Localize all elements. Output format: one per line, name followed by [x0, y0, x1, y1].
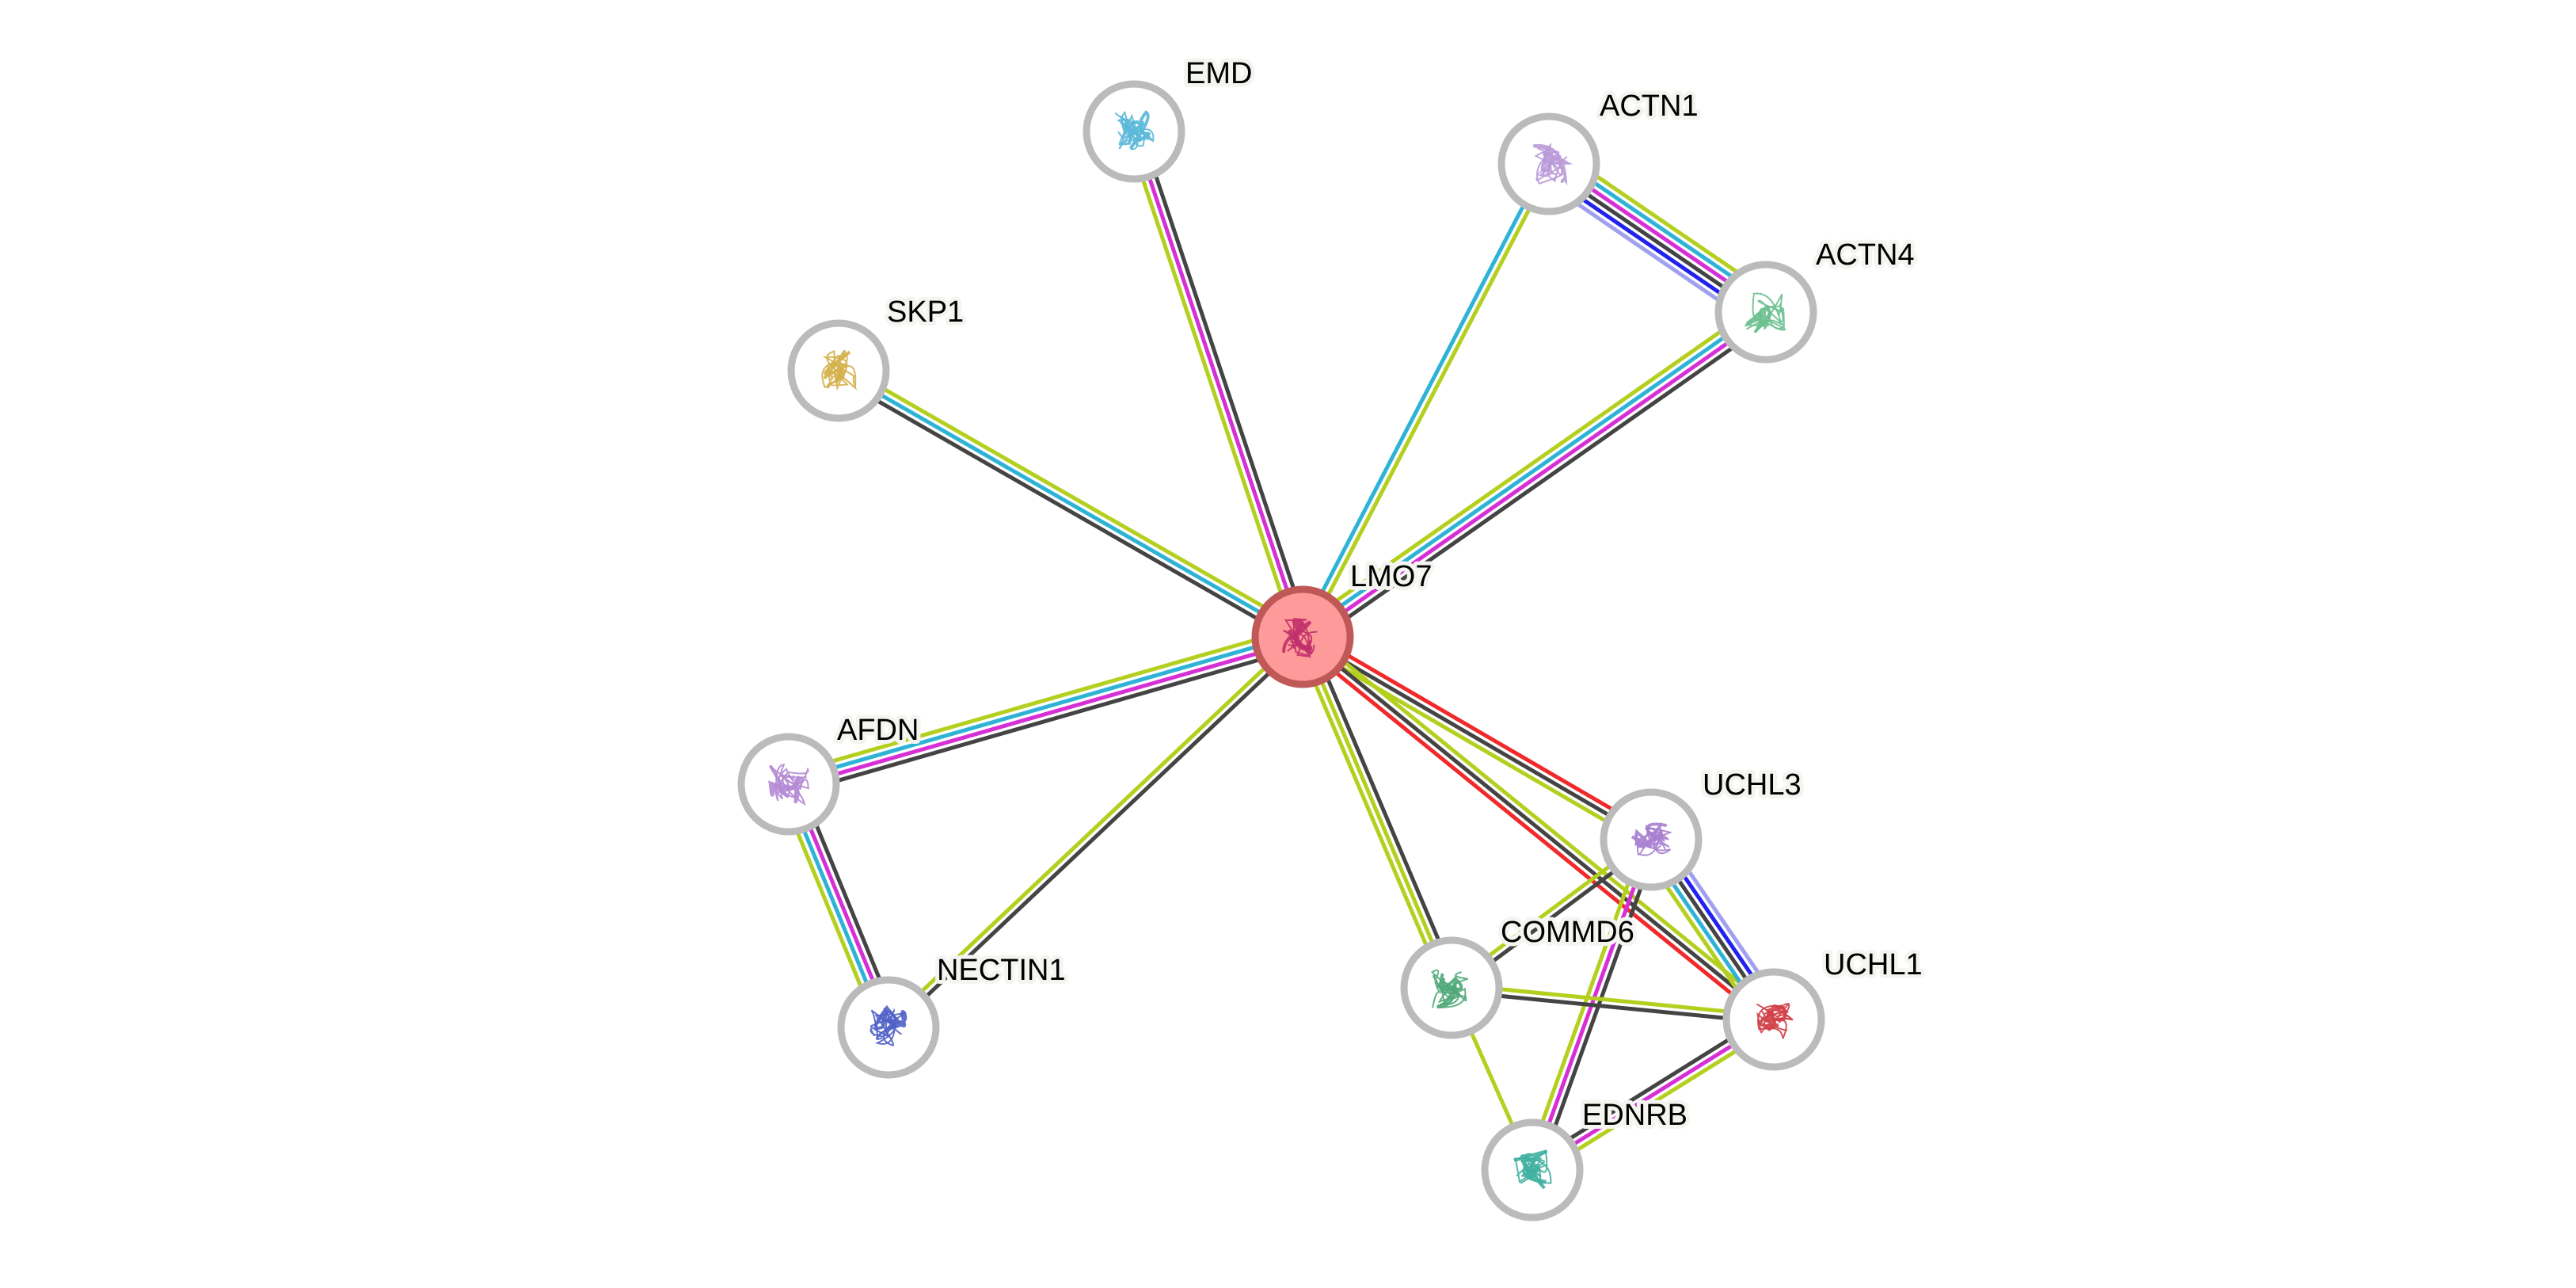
edge-lmo7-skp1[interactable]	[834, 363, 1307, 645]
edge-lmo7-emd[interactable]	[1125, 128, 1311, 640]
edge-channel-textmining	[840, 363, 1307, 633]
node-label: EDNRB	[1582, 1099, 1688, 1132]
protein-structure-icon	[1513, 1149, 1552, 1190]
node-emd[interactable]: EMD	[1083, 53, 1256, 183]
edge-channel-databases	[1298, 161, 1548, 637]
edge-channel-coexpression	[1307, 318, 1773, 647]
edge-channel-textmining	[1296, 302, 1762, 631]
edge-lmo7-actn4[interactable]	[1296, 302, 1773, 647]
node-label: SKP1	[887, 295, 964, 329]
protein-structure-icon	[821, 350, 858, 391]
node-actn4[interactable]: ACTN4	[1714, 234, 1919, 364]
edge-channel-databases	[1299, 307, 1765, 636]
protein-structure-icon	[768, 764, 809, 806]
node-label: ACTN4	[1816, 238, 1915, 272]
edge-channel-textmining	[1305, 630, 1779, 1016]
edge-channel-coexpression	[889, 638, 1307, 1031]
edge-channel-textmining	[885, 633, 1302, 1027]
node-nectin1[interactable]: NECTIN1	[837, 950, 1070, 1079]
node-commd6[interactable]: COMMD6	[1400, 912, 1638, 1039]
edge-channel-textmining	[1452, 982, 1775, 1019]
node-lmo7[interactable]: LMO7	[1251, 556, 1436, 688]
protein-structure-icon	[1744, 292, 1786, 333]
node-ednrb[interactable]: EDNRB	[1481, 1095, 1691, 1221]
node-skp1[interactable]: SKP1	[787, 292, 968, 422]
edge-lmo7-commd6[interactable]	[1294, 633, 1460, 992]
protein-structure-icon	[1114, 110, 1155, 151]
edge-channel-textmining	[1294, 638, 1448, 992]
edge-lmo7-uchl3[interactable]	[1298, 629, 1656, 848]
node-uchl3[interactable]: UCHL3	[1600, 764, 1805, 891]
edge-lmo7-actn1[interactable]	[1298, 161, 1554, 640]
protein-structure-icon	[1533, 143, 1573, 185]
edge-lmo7-nectin1[interactable]	[885, 633, 1307, 1031]
edge-lmo7-uchl1[interactable]	[1297, 630, 1779, 1027]
node-label: UCHL1	[1824, 948, 1923, 981]
edge-channel-coexpression	[1451, 989, 1774, 1025]
node-actn1[interactable]: ACTN1	[1497, 86, 1703, 215]
edge-channel-coexpression	[1307, 633, 1460, 986]
edge-channel-textmining	[1125, 132, 1299, 640]
protein-structure-icon	[1756, 1003, 1794, 1039]
edge-channel-databases	[787, 631, 1303, 783]
edge-channel-textmining	[785, 625, 1301, 777]
edge-channel-experiments	[1132, 131, 1305, 638]
node-label: UCHL3	[1703, 768, 1802, 802]
edge-channel-textmining	[1303, 164, 1554, 640]
node-uchl1[interactable]: UCHL1	[1722, 944, 1927, 1071]
edge-channel-experiments	[789, 638, 1304, 790]
protein-structure-icon	[1282, 618, 1318, 659]
edge-channel-textmining	[1298, 641, 1649, 848]
node-label: AFDN	[837, 714, 919, 747]
node-label: ACTN1	[1600, 90, 1699, 123]
edge-channel-coexpression	[1138, 128, 1311, 636]
edge-channel-gene-fusion	[1305, 629, 1656, 836]
edge-channel-textmining	[1300, 636, 1454, 989]
edge-channel-experiments	[1303, 313, 1769, 642]
edge-channel-gene-fusion	[1297, 640, 1771, 1027]
node-label: NECTIN1	[937, 954, 1066, 987]
edge-commd6-uchl1[interactable]	[1451, 982, 1775, 1025]
edge-channel-coexpression	[834, 375, 1301, 645]
protein-structure-icon	[1630, 822, 1673, 856]
edge-channel-coexpression	[1301, 634, 1653, 842]
node-afdn[interactable]: AFDN	[737, 710, 923, 836]
edge-lmo7-afdn[interactable]	[785, 625, 1307, 796]
node-label: LMO7	[1350, 560, 1432, 593]
node-label: COMMD6	[1501, 916, 1634, 949]
protein-structure-icon	[1430, 969, 1468, 1009]
protein-structure-icon	[869, 1004, 907, 1046]
node-label: EMD	[1185, 57, 1252, 90]
edge-channel-coexpression	[790, 644, 1307, 796]
edge-channel-databases	[837, 368, 1304, 639]
edge-channel-coexpression	[1301, 635, 1775, 1021]
